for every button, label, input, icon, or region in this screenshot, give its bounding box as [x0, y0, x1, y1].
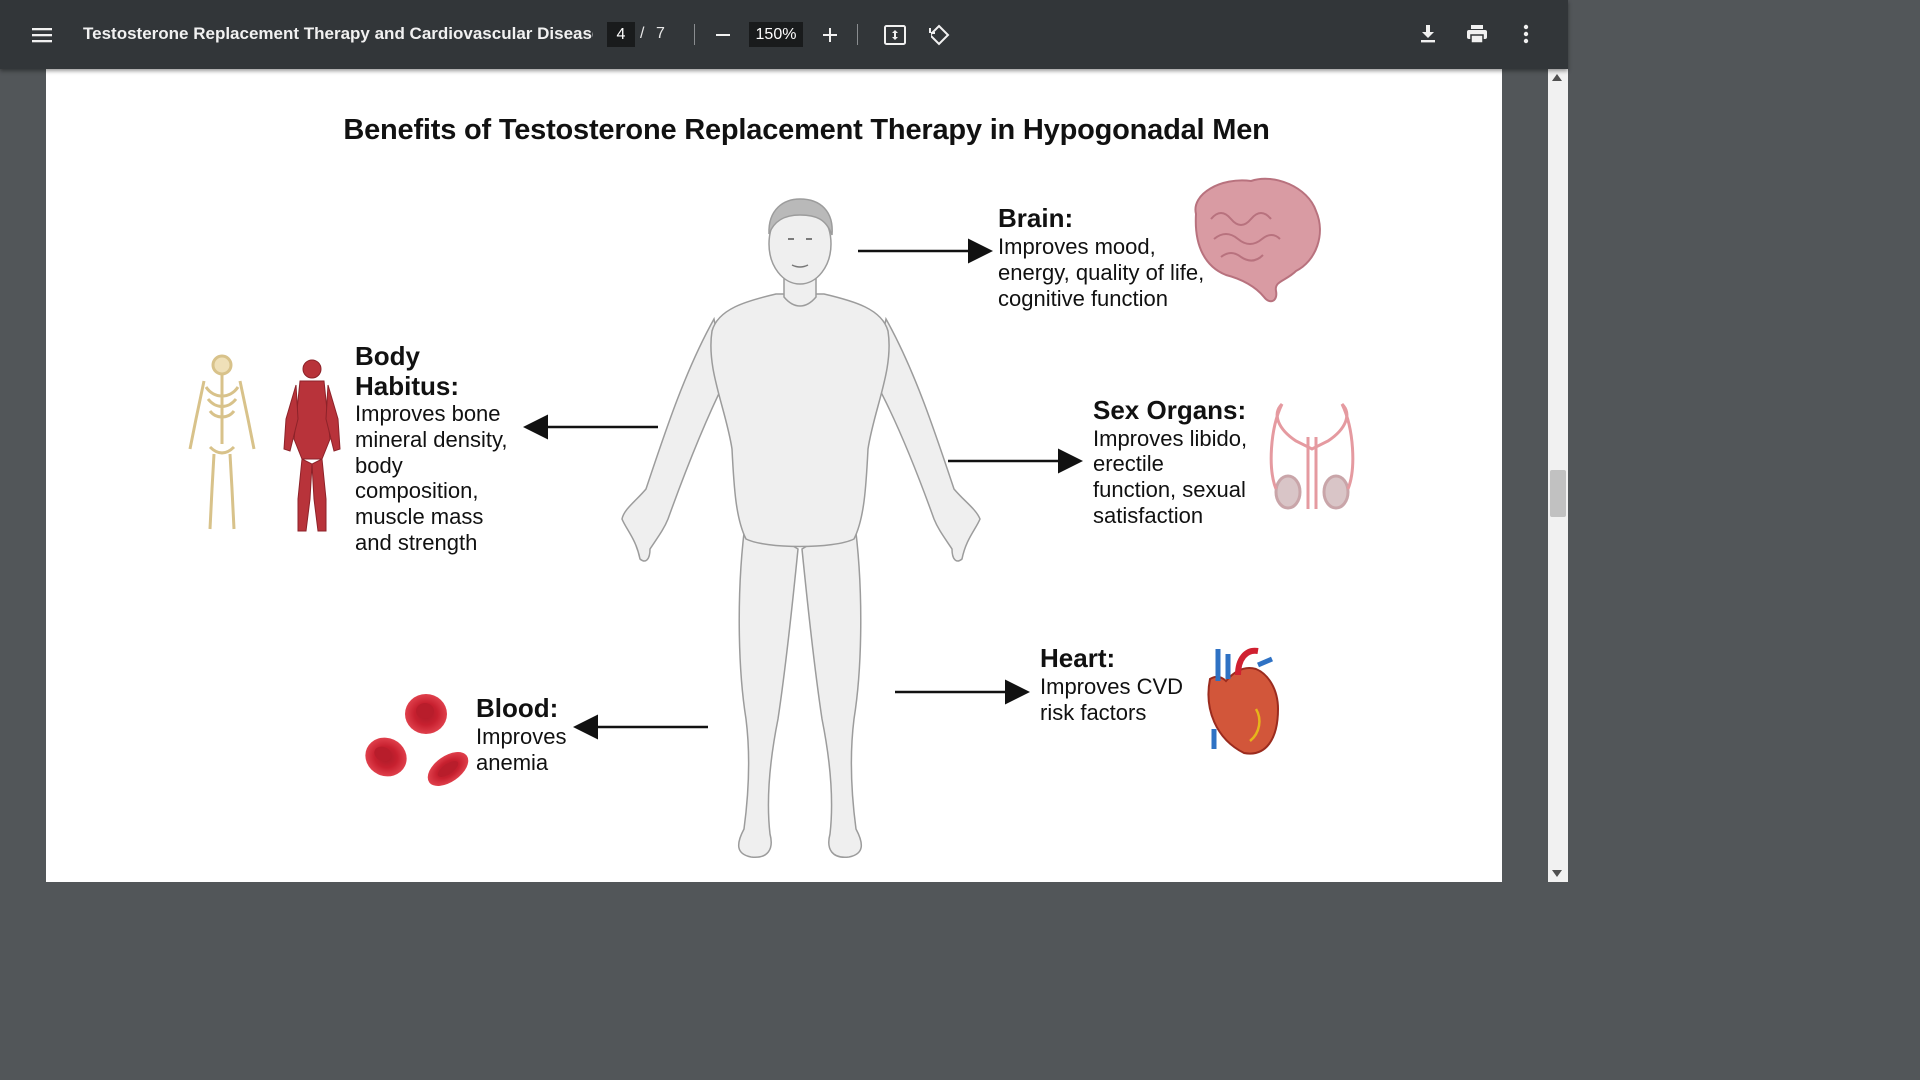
body-habitus-heading: Body [355, 341, 420, 371]
brain-line: energy, quality of life, [998, 260, 1205, 285]
muscle-figure-illustration [283, 359, 341, 532]
heart-heading: Heart: [1040, 643, 1116, 673]
body-habitus-line: body [355, 453, 403, 478]
sex-organs-heading: Sex Organs: [1093, 395, 1247, 425]
more-vert-icon[interactable] [1514, 22, 1538, 46]
sex-organs-line: Improves libido, [1093, 426, 1248, 451]
page-separator: / [640, 25, 645, 42]
heart-illustration [1207, 647, 1280, 755]
sex-organs-line: erectile [1093, 451, 1164, 476]
scroll-down-arrow-icon[interactable] [1552, 870, 1562, 877]
document-title: Testosterone Replacement Therapy and Car… [83, 24, 593, 43]
body-habitus-line: mineral density, [355, 427, 508, 452]
body-habitus-line: and strength [355, 530, 478, 555]
blood-line: Improves [476, 724, 567, 749]
blood-heading: Blood: [476, 693, 559, 723]
figure-illustration [188, 177, 1355, 858]
brain-illustration [1194, 177, 1321, 303]
blood-line: anemia [476, 750, 549, 775]
download-icon[interactable] [1416, 22, 1440, 46]
scrollbar-thumb[interactable] [1550, 470, 1566, 517]
body-habitus-line: muscle mass [355, 504, 484, 529]
red-blood-cells-illustration [365, 694, 469, 786]
print-icon[interactable] [1464, 22, 1490, 46]
brain-line: Improves mood, [998, 234, 1156, 259]
body-habitus-line: Improves bone [355, 401, 501, 426]
sex-organs-line: satisfaction [1093, 503, 1204, 528]
skeleton-illustration [188, 354, 256, 530]
zoom-level-input[interactable]: 150% [749, 22, 803, 47]
toolbar-divider [857, 24, 858, 45]
brain-line: cognitive function [998, 286, 1168, 311]
fit-page-icon[interactable] [882, 22, 908, 48]
reproductive-organs-illustration [1269, 402, 1355, 510]
heart-line: Improves CVD [1040, 674, 1184, 699]
rotate-icon[interactable] [926, 22, 952, 48]
human-body-illustration [621, 198, 981, 858]
body-habitus-heading: Habitus: [355, 371, 459, 401]
heart-line: risk factors [1040, 700, 1147, 725]
brain-heading: Brain: [998, 203, 1074, 233]
zoom-in-icon[interactable] [818, 23, 842, 47]
scroll-up-arrow-icon[interactable] [1552, 74, 1562, 81]
toolbar-divider [694, 24, 695, 45]
figure-title: Benefits of Testosterone Replacement The… [343, 114, 1270, 146]
page-total: 7 [656, 25, 665, 42]
zoom-out-icon[interactable] [711, 23, 735, 47]
menu-icon[interactable] [30, 23, 54, 47]
page-number-input[interactable]: 4 [607, 22, 635, 47]
viewer-toolbar: Testosterone Replacement Therapy and Car… [0, 0, 1568, 69]
body-habitus-line: composition, [355, 478, 479, 503]
pdf-page: Benefits of Testosterone Replacement The… [46, 69, 1502, 882]
sex-organs-line: function, sexual [1093, 477, 1246, 502]
